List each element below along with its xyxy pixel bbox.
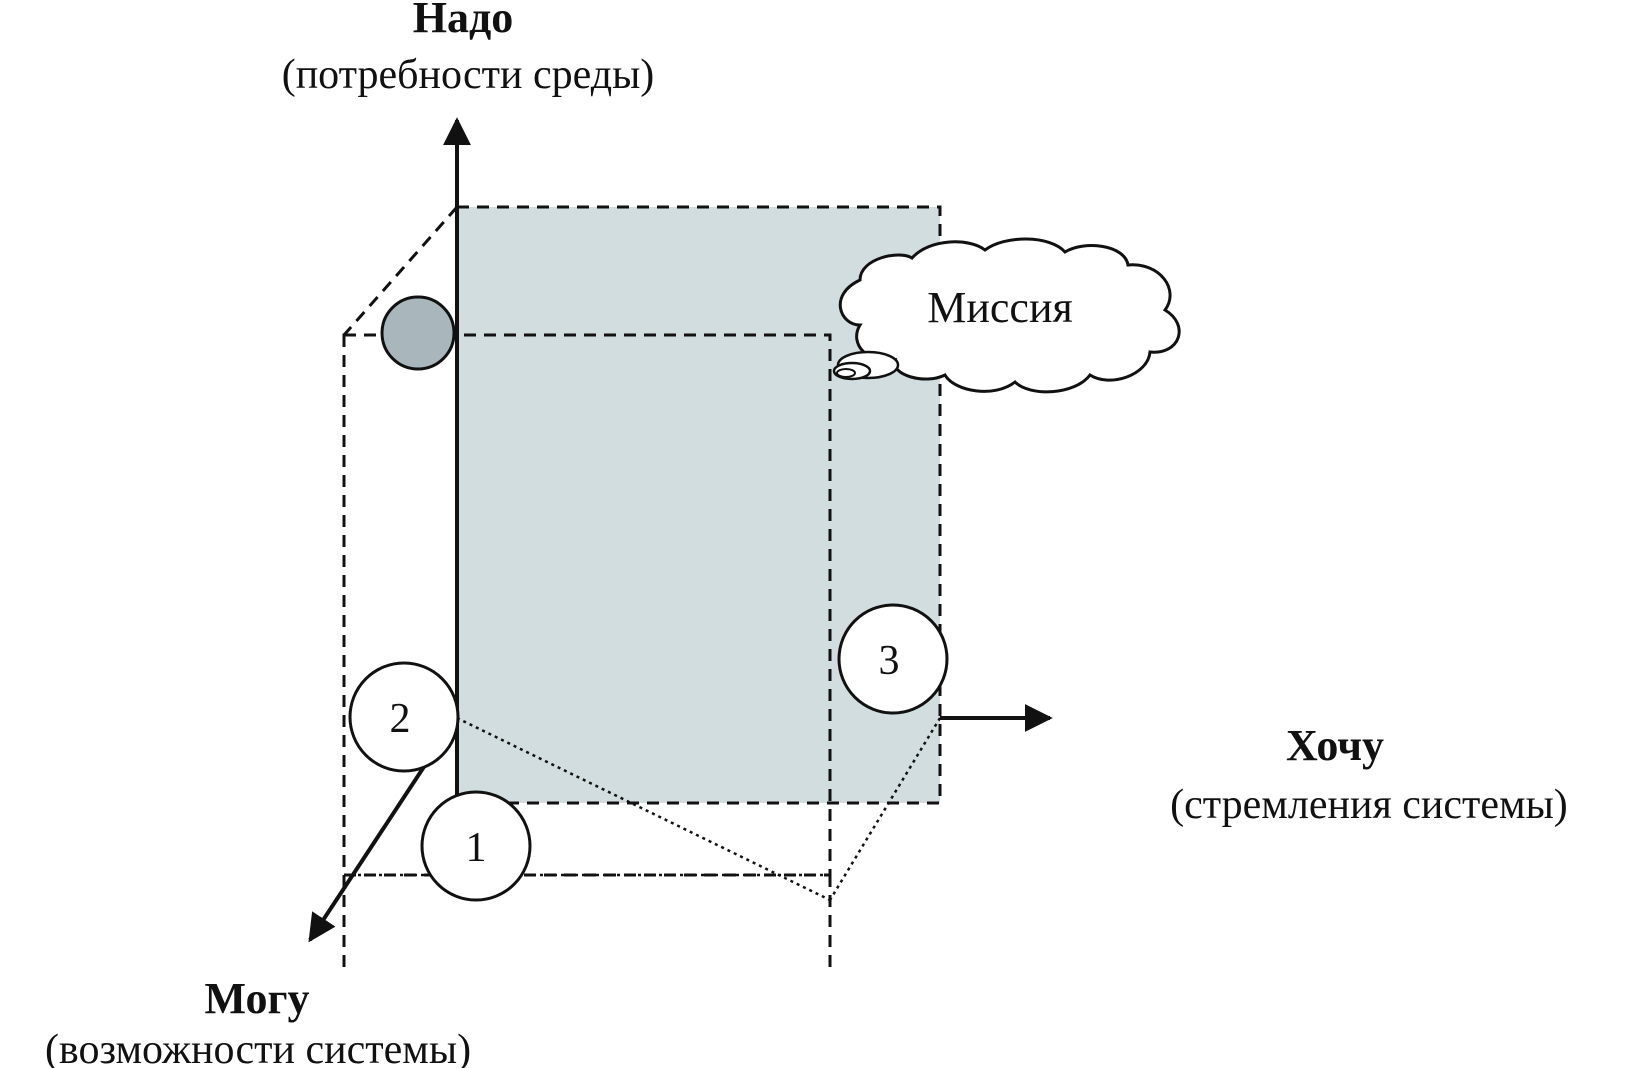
marker-circle-1 [420, 790, 532, 902]
dotted-line-from-2 [456, 716, 831, 902]
need-axis-title: Надо [413, 0, 513, 42]
marker-label-2: 2 [390, 696, 411, 742]
front-dashed-box [342, 333, 832, 877]
mission-label: Миссия [927, 283, 1073, 332]
can-axis-subtitle: (возможности системы) [45, 1027, 471, 1068]
can-axis [308, 748, 437, 943]
can-axis-title: Могу [205, 974, 310, 1023]
need-axis-subtitle: (потребности среды) [282, 52, 655, 98]
marker-label-3: 3 [879, 638, 900, 684]
depth-connector-dashed [342, 206, 459, 336]
plane-dashed-border [457, 205, 942, 805]
want-axis-title: Хочу [1286, 721, 1384, 770]
mission-cloud [832, 237, 1181, 394]
dotted-line-from-3 [828, 717, 942, 901]
marker-circle-3 [837, 603, 949, 715]
top-intersection-dot [380, 295, 456, 371]
marker-circle-2 [348, 661, 460, 773]
want-axis-subtitle: (стремления системы) [1170, 782, 1568, 828]
marker-label-1: 1 [466, 825, 487, 871]
